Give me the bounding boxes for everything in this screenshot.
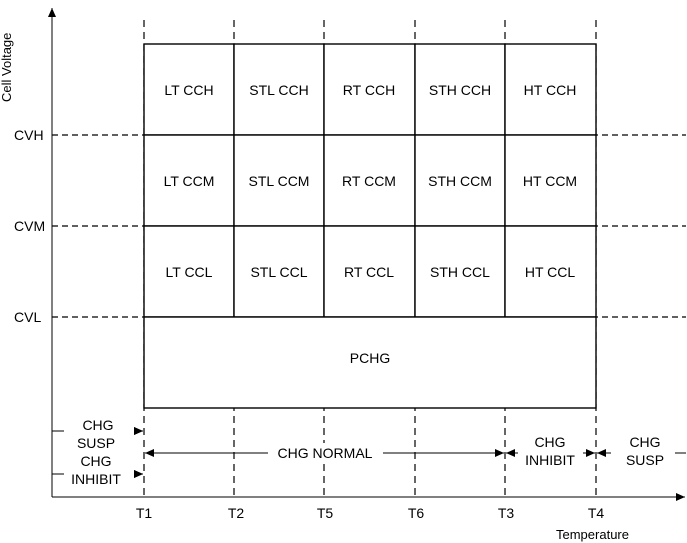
voltage-label-cvl: CVL: [14, 309, 41, 325]
left-susp-label-line1: CHG: [82, 417, 113, 433]
temp-label-t6: T6: [408, 505, 425, 521]
right-inhibit-label-line2: INHIBIT: [525, 452, 575, 468]
grid-cell: [504, 134, 597, 227]
grid-cell: [414, 43, 506, 136]
left-inhibit-label-line2: INHIBIT: [71, 471, 121, 487]
left-inhibit-label-line1: CHG: [80, 453, 111, 469]
cell-label: LT CCM: [164, 173, 215, 189]
precharge-label: PCHG: [350, 350, 390, 366]
right-inhibit-label-bg: [519, 432, 583, 470]
grid-cell: [143, 225, 235, 318]
voltage-label-cvm: CVM: [14, 218, 45, 234]
temp-label-t2: T2: [228, 505, 245, 521]
voltage-label-cvh: CVH: [14, 127, 44, 143]
normal-label-bg: [268, 443, 383, 463]
cell-label: STH CCH: [429, 82, 491, 98]
cell-label: STH CCM: [428, 173, 492, 189]
cell-label: RT CCM: [342, 173, 396, 189]
precharge-cell: [143, 316, 597, 409]
grid-cell: [323, 225, 416, 318]
right-susp-label-line2: SUSP: [626, 452, 664, 468]
y-axis-label: Cell Voltage: [0, 33, 14, 102]
left-arrow-tips: [134, 427, 143, 478]
grid-cell: [504, 225, 597, 318]
cell-label: LT CCL: [166, 264, 213, 280]
right-susp-label-bg: [612, 432, 674, 470]
voltage-labels: CVH CVM CVL: [14, 127, 45, 325]
cell-label: STL CCM: [249, 173, 310, 189]
right-susp-label-line1: CHG: [629, 434, 660, 450]
left-label-bg: [64, 416, 134, 488]
cell-label: LT CCH: [164, 82, 213, 98]
x-axis-label: Temperature: [556, 527, 629, 542]
cell-label: HT CCH: [524, 82, 577, 98]
state-labels: CHG SUSP CHG INHIBIT CHG NORMAL CHG INHI…: [71, 417, 664, 487]
temp-label-t4: T4: [588, 505, 605, 521]
normal-label: CHG NORMAL: [278, 445, 373, 461]
grid-labels: LT CCH STL CCH RT CCH STH CCH HT CCH LT …: [164, 82, 578, 366]
cell-label: STH CCL: [430, 264, 490, 280]
cell-label: STL CCL: [250, 264, 307, 280]
grid-cell: [504, 43, 597, 136]
charge-grid: [143, 43, 597, 409]
temp-label-t3: T3: [498, 505, 515, 521]
cell-label: STL CCH: [249, 82, 308, 98]
right-inhibit-label-line1: CHG: [534, 434, 565, 450]
cell-label: RT CCH: [343, 82, 395, 98]
left-susp-label-line2: SUSP: [77, 435, 115, 451]
temp-label-t1: T1: [136, 505, 153, 521]
temp-label-t5: T5: [317, 505, 334, 521]
cell-label: HT CCM: [523, 173, 577, 189]
temperature-labels: T1 T2 T5 T6 T3 T4: [136, 505, 605, 521]
grid-cell: [414, 134, 506, 227]
grid-cell: [323, 43, 416, 136]
grid-cell: [233, 134, 325, 227]
cell-label: RT CCL: [344, 264, 394, 280]
cell-label: HT CCL: [525, 264, 576, 280]
grid-cell: [143, 43, 235, 136]
grid-cell: [143, 134, 235, 227]
state-label-backgrounds: [64, 416, 674, 488]
